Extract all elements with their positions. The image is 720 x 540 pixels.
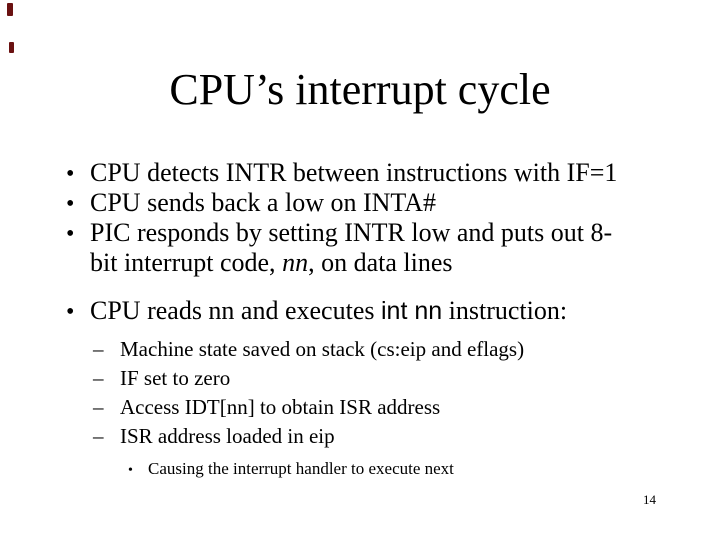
bullet-item-3: • PIC responds by setting INTR low and pu… [66, 218, 612, 249]
scan-artifact-mark [9, 42, 14, 53]
bullet-text: PIC responds by setting INTR low and put… [90, 218, 613, 247]
bullet-item-4: • CPU reads nn and executes int nn instru… [66, 296, 567, 327]
bullet-icon: • [66, 221, 75, 247]
bullet-icon: • [66, 299, 75, 325]
sub-sub-bullet-text: Causing the interrupt handler to execute… [148, 459, 454, 478]
dash-bullet-icon: – [93, 337, 104, 361]
sub-sub-bullet-item-1: • Causing the interrupt handler to execut… [128, 459, 454, 479]
dash-bullet-icon: – [93, 366, 104, 390]
bullet-text-italic: nn [282, 248, 309, 277]
bullet-icon: • [66, 161, 75, 187]
sub-bullet-text: ISR address loaded in eip [120, 424, 335, 448]
bullet-item-3-wrap: bit interrupt code, nn, on data lines [90, 248, 452, 278]
slide-title: CPU’s interrupt cycle [169, 65, 551, 114]
bullet-text-code: int nn [380, 297, 443, 325]
sub-bullet-item-2: –IF set to zero [93, 366, 230, 390]
bullet-text: instruction: [442, 296, 568, 325]
bullet-icon: • [128, 463, 133, 478]
bullet-text: CPU sends back a low on INTA# [90, 188, 436, 217]
sub-bullet-item-3: –Access IDT[nn] to obtain ISR address [93, 395, 440, 419]
bullet-icon: • [66, 191, 75, 217]
sub-bullet-item-4: –ISR address loaded in eip [93, 424, 335, 448]
bullet-text: bit interrupt code, [90, 248, 283, 277]
dash-bullet-icon: – [93, 424, 104, 448]
sub-bullet-text: Access IDT[nn] to obtain ISR address [120, 395, 441, 419]
bullet-text: , on data lines [308, 248, 453, 277]
bullet-text: CPU reads nn and executes [90, 296, 381, 325]
bullet-text: CPU detects INTR between instructions wi… [90, 158, 618, 187]
sub-bullet-text: Machine state saved on stack (cs:eip and… [120, 337, 525, 361]
sub-bullet-item-1: –Machine state saved on stack (cs:eip an… [93, 337, 524, 361]
dash-bullet-icon: – [93, 395, 104, 419]
page-number: 14 [643, 492, 656, 507]
scan-artifact-mark [7, 3, 13, 16]
sub-bullet-text: IF set to zero [120, 366, 231, 390]
bullet-item-1: • CPU detects INTR between instructions w… [66, 158, 617, 189]
bullet-item-2: • CPU sends back a low on INTA# [66, 188, 436, 219]
